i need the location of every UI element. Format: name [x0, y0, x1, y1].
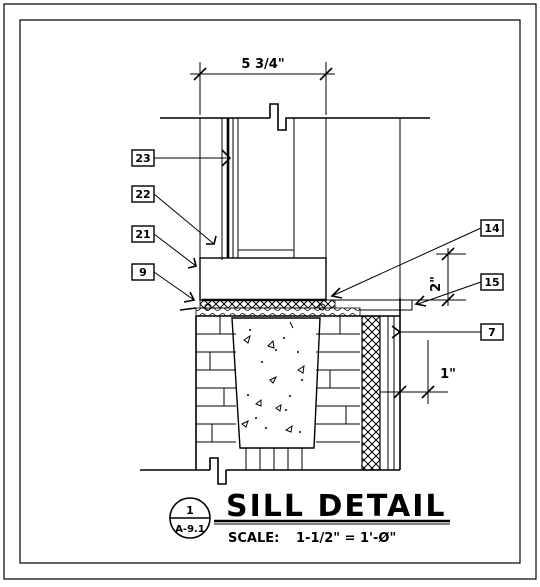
dimension-height-2: 2"	[412, 247, 466, 307]
arrowhead-tick-icon	[421, 385, 435, 399]
arrowhead-tick-icon	[187, 257, 197, 269]
svg-text:7: 7	[488, 326, 496, 339]
callout-21: 21	[131, 225, 197, 269]
callout-9: 9	[131, 263, 197, 311]
arrowhead-tick-icon	[319, 67, 333, 81]
detail-number: 1	[186, 504, 194, 517]
svg-text:9: 9	[139, 266, 147, 279]
arrowhead-tick-icon	[441, 293, 455, 307]
break-line-icon	[209, 457, 227, 485]
wall-insulation	[361, 298, 412, 471]
callout-14: 14	[330, 219, 504, 299]
arrowhead-tick-icon	[183, 291, 196, 303]
page-title: SILL DETAIL	[226, 489, 446, 524]
inner-border	[19, 19, 521, 564]
outer-border	[3, 3, 537, 580]
arrowhead-tick-icon	[391, 325, 402, 339]
callout-7: 7	[391, 323, 504, 341]
detail-sheet: A-9.1	[175, 524, 205, 535]
callout-23: 23	[131, 149, 232, 167]
svg-text:14: 14	[484, 222, 500, 235]
bed-line	[195, 307, 400, 317]
masonry-wall	[140, 316, 400, 485]
dimension-offset-1-text: 1"	[440, 367, 456, 382]
dimension-width: 5 3/4"	[190, 57, 335, 115]
sill-block	[199, 257, 413, 311]
arrowhead-tick-icon	[221, 149, 232, 167]
scale-value: 1-1/2" = 1'-Ø"	[296, 531, 396, 546]
arrowhead-tick-icon	[206, 235, 217, 245]
svg-text:22: 22	[135, 188, 150, 201]
arrowhead-tick-icon	[414, 295, 427, 307]
dimension-offset-1: 1"	[380, 340, 456, 404]
dimension-height-2-text: 2"	[429, 276, 444, 292]
title-block: 1 A-9.1 SILL DETAIL SCALE: 1-1/2" = 1'-Ø…	[169, 489, 450, 546]
concrete-core	[231, 317, 321, 449]
arrowhead-tick-icon	[441, 247, 455, 261]
concrete-triangles	[241, 321, 305, 433]
concrete-aggregate	[247, 329, 303, 433]
svg-text:15: 15	[484, 276, 499, 289]
arrowhead-tick-icon	[193, 67, 207, 81]
callout-22: 22	[131, 185, 217, 245]
dimension-width-text: 5 3/4"	[241, 57, 284, 72]
break-line-icon	[269, 103, 290, 131]
svg-text:23: 23	[135, 152, 150, 165]
upper-wall	[160, 103, 430, 298]
scale-label: SCALE:	[228, 531, 279, 546]
svg-text:21: 21	[135, 228, 150, 241]
arrowhead-tick-icon	[330, 287, 343, 299]
arrowhead-tick-icon	[393, 385, 407, 399]
